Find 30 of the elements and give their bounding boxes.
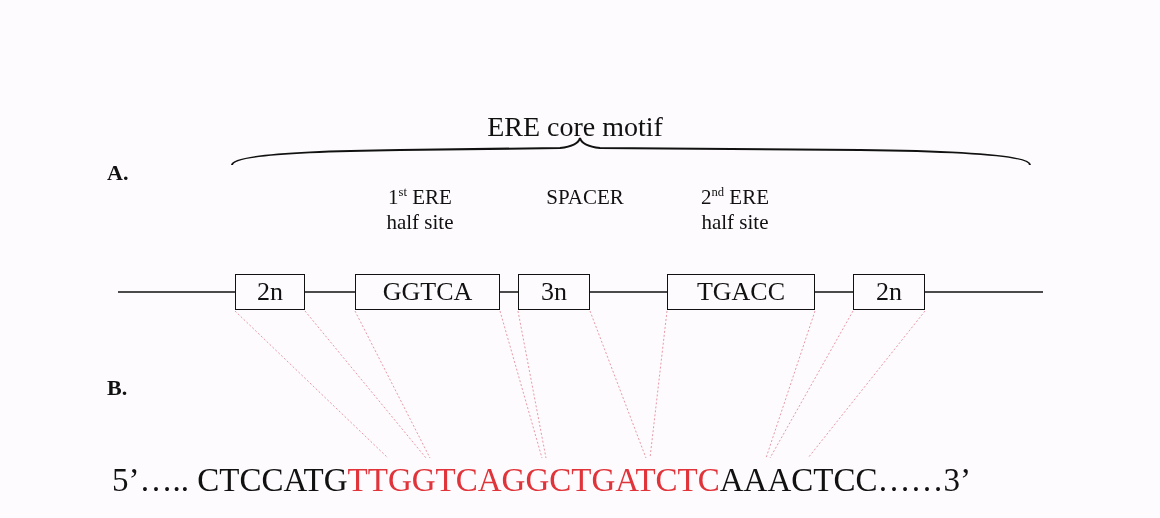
motif-label: 2$^{nd}$ ERE half site xyxy=(700,185,770,236)
leader-line xyxy=(765,310,816,459)
sequence-box: TGACC xyxy=(667,274,815,310)
leader-line xyxy=(304,310,427,459)
flanking-sequence: 5’….. CTCCATG xyxy=(112,462,348,499)
leader-line xyxy=(769,310,854,459)
motif-label: ERE core motif xyxy=(486,110,664,144)
ere-sequence: TTGGTCAGGCTGATCTC xyxy=(347,462,720,499)
backbone-line xyxy=(304,291,356,293)
leader-line xyxy=(649,310,668,459)
panel-label: B. xyxy=(107,375,129,402)
motif-label: SPACER xyxy=(545,185,625,211)
sequence-box: 3n xyxy=(518,274,590,310)
sequence-box: 2n xyxy=(235,274,305,310)
leader-line xyxy=(589,310,647,459)
flanking-sequence: AAACTCC……3’ xyxy=(719,462,971,499)
backbone-line xyxy=(499,291,519,293)
sequence-box: 2n xyxy=(853,274,925,310)
backbone-line xyxy=(589,291,668,293)
backbone-line xyxy=(814,291,854,293)
leader-line xyxy=(354,310,431,459)
leader-line xyxy=(517,310,547,459)
motif-label: 1$^{st}$ ERE half site xyxy=(385,185,455,236)
backbone-line xyxy=(924,291,1044,293)
panel-label: A. xyxy=(107,160,130,187)
leader-line xyxy=(499,310,543,459)
backbone-line xyxy=(117,291,236,293)
sequence-box: GGTCA xyxy=(355,274,500,310)
leader-line xyxy=(807,310,926,459)
leader-line xyxy=(234,310,389,459)
